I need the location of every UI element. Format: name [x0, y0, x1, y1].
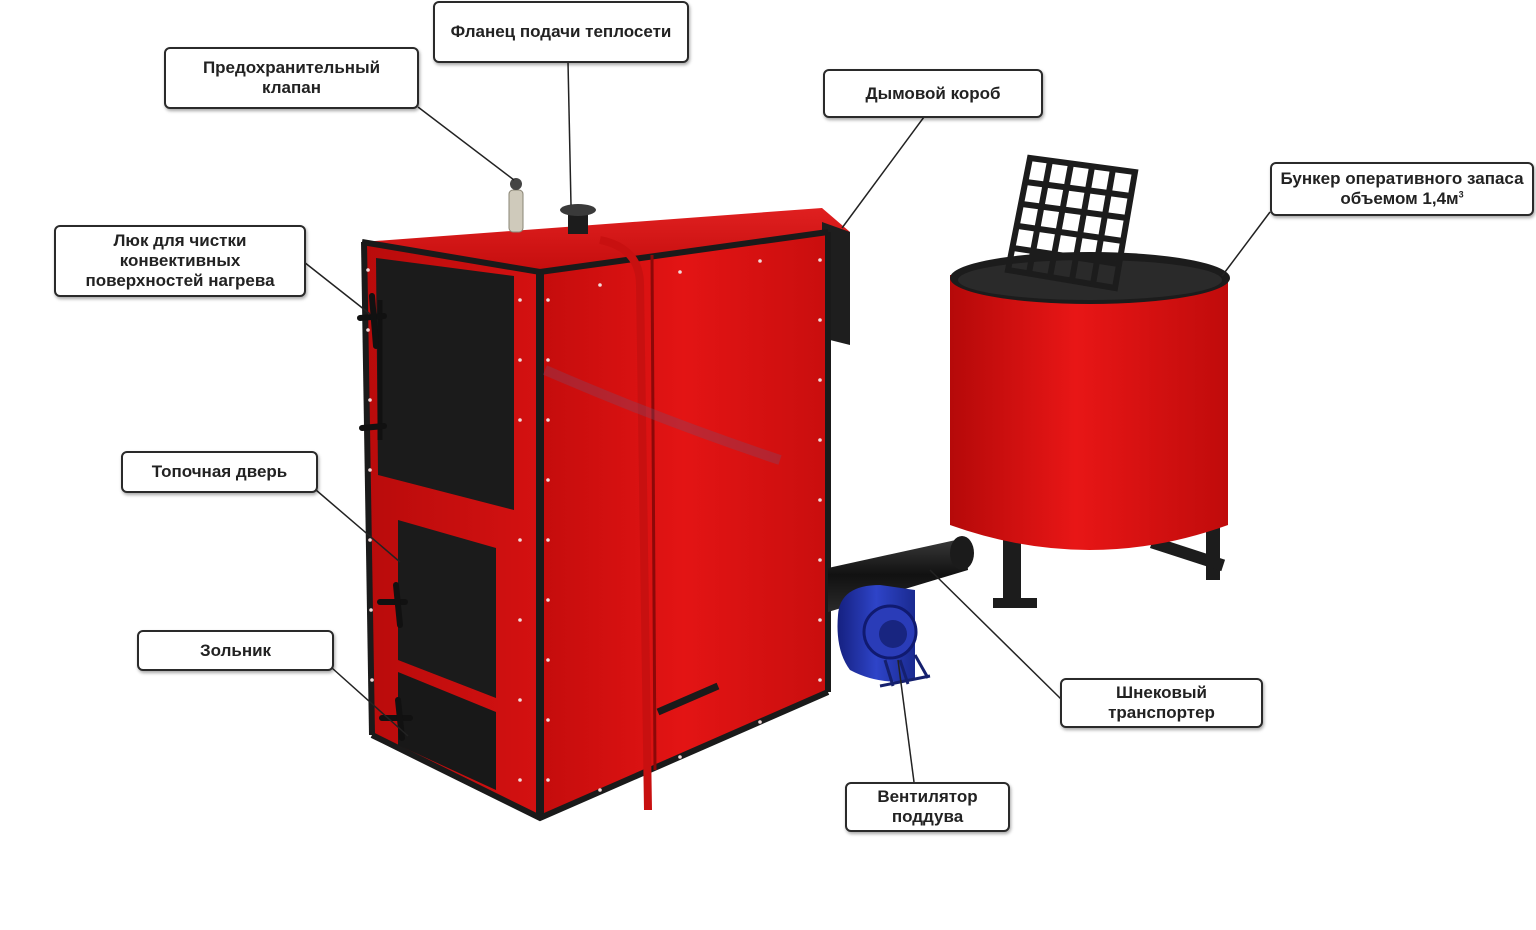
leader-ash-pan: [331, 667, 409, 737]
label-smoke-box-line1: Дымовой короб: [865, 83, 1001, 103]
leader-firebox-door: [315, 489, 401, 563]
leader-safety-valve: [417, 106, 515, 181]
fan-stand: [879, 654, 931, 688]
hopper-legs: [993, 525, 1226, 608]
label-safety-valve-line2: клапан: [262, 78, 321, 97]
door-handles: [357, 293, 413, 741]
boiler: [357, 178, 850, 822]
red-return-pipe: [599, 236, 652, 811]
label-ash-pan: Зольник: [137, 630, 334, 671]
supply-flange-pipe: [568, 210, 588, 234]
label-blower-fan-line2: поддува: [891, 807, 964, 826]
label-screw-conveyor-line1: Шнековый: [1116, 683, 1207, 702]
leader-screw-conveyor: [929, 569, 1063, 701]
hopper-rim-inner: [958, 260, 1222, 300]
label-ash-pan-line1: Зольник: [199, 640, 272, 660]
label-cleaning-hatch-line3: поверхностей нагрева: [85, 271, 275, 290]
label-smoke-box: Дымовой короб: [823, 69, 1043, 118]
label-safety-valve: Предохранительный клапан: [164, 47, 419, 109]
leader-blower-fan: [897, 659, 915, 783]
label-firebox-door: Топочная дверь: [121, 451, 318, 493]
label-supply-flange-line1: Фланец подачи теплосети: [450, 22, 672, 41]
leader-lines: [303, 61, 1271, 783]
front-handle: [656, 682, 720, 716]
firebox-door: [398, 520, 496, 698]
conveyor-end: [950, 536, 974, 570]
label-cleaning-hatch-line1: Люк для чистки: [113, 231, 247, 250]
front-blur-smear: [543, 365, 782, 465]
label-blower-fan: Вентилятор поддува: [845, 782, 1010, 832]
label-screw-conveyor: Шнековый транспортер: [1060, 678, 1263, 728]
hopper-body: [950, 275, 1228, 550]
label-supply-flange: Фланец подачи теплосети: [433, 1, 689, 63]
blower-fan: [837, 585, 931, 688]
label-hopper-line2-wrap: объемом 1,4м3: [1340, 189, 1463, 209]
fan-inlet: [879, 620, 907, 648]
front-seam: [650, 254, 657, 771]
safety-valve-body: [508, 189, 524, 233]
label-cleaning-hatch-line2: конвективных: [119, 251, 241, 270]
label-blower-fan-line1: Вентилятор: [877, 787, 978, 806]
boiler-front-face: [540, 232, 828, 818]
label-hopper-line1: Бункер оперативного запаса: [1280, 169, 1524, 188]
rivets: [366, 258, 822, 792]
label-safety-valve-line1: Предохранительный: [202, 58, 381, 77]
label-hopper: Бункер оперативного запаса объемом 1,4м3: [1270, 162, 1534, 216]
boiler-left-edge: [361, 241, 375, 736]
leader-supply-flange: [567, 61, 572, 206]
label-hopper-superscript: 3: [1458, 189, 1464, 200]
ash-pan-door: [398, 672, 496, 790]
leader-cleaning-hatch: [303, 261, 371, 315]
label-cleaning-hatch: Люк для чистки конвективных поверхностей…: [54, 225, 306, 297]
supply-flange: [560, 204, 596, 216]
cleaning-hatch: [376, 258, 514, 510]
hopper: [950, 154, 1230, 608]
label-hopper-line2: объемом 1,4м: [1340, 189, 1459, 208]
hopper-grate: [1004, 154, 1139, 292]
leader-smoke-box: [841, 116, 925, 229]
label-firebox-door-line1: Топочная дверь: [151, 462, 288, 481]
leader-hopper: [1221, 211, 1271, 277]
safety-valve-cap: [510, 178, 522, 190]
boiler-bottom-edge: [370, 689, 830, 822]
label-screw-conveyor-line2: транспортер: [1108, 703, 1215, 722]
